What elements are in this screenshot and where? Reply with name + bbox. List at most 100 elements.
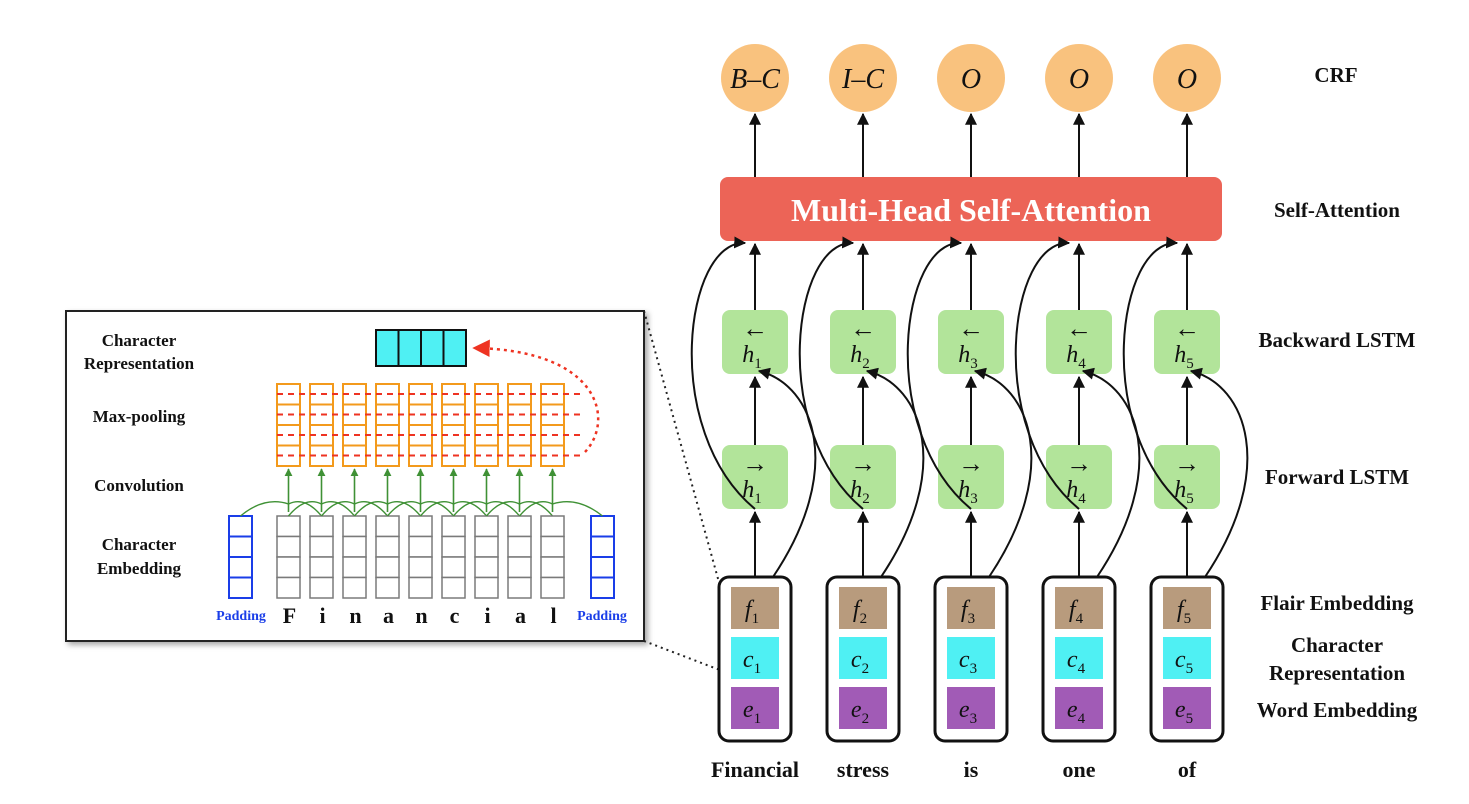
token-columns: B–C←h1→h1f1c1e1FinancialI–C←h2→h2f2c2e2s…	[690, 44, 1249, 782]
char-column: i	[452, 383, 521, 628]
char-embedding-cell	[540, 535, 565, 558]
input-word: is	[964, 757, 979, 782]
zoom-connector-top	[643, 310, 734, 634]
max-pool-arrow	[472, 339, 600, 453]
char-representation-cell	[947, 637, 995, 679]
inset-max-pooling-label: Max-pooling	[93, 407, 186, 426]
conv-edge	[552, 501, 603, 517]
inset-convolution-label: Convolution	[94, 476, 184, 495]
crf-tag: O	[1177, 64, 1197, 95]
forward-arrow-glyph: →	[742, 449, 768, 478]
char-embedding-cell	[309, 515, 334, 538]
char-embedding-cell	[474, 535, 499, 558]
skip-arrow-forward-to-attention	[1014, 236, 1080, 510]
char-representation-cell	[1055, 637, 1103, 679]
char-rep-label-1: Character	[1291, 633, 1383, 657]
crf-tag-circle	[829, 44, 897, 112]
crf-tag-circle	[721, 44, 789, 112]
flair-embedding-cell	[839, 587, 887, 629]
char-embedding-cell	[507, 535, 532, 558]
char-embedding-cell	[474, 515, 499, 538]
flair-embedding-label: Flair Embedding	[1260, 591, 1414, 615]
char-embedding-cell	[408, 535, 433, 558]
self-attention-label: Self-Attention	[1274, 198, 1400, 222]
input-word: of	[1178, 757, 1197, 782]
conv-edge	[452, 501, 487, 517]
backward-arrow-glyph: ←	[1174, 314, 1200, 343]
flair-embedding-cell	[1163, 587, 1211, 629]
inset-letter: c	[450, 603, 460, 628]
backward-lstm-cell	[1046, 310, 1112, 374]
skip-arrow-forward-to-attention	[1122, 236, 1188, 510]
flair-embedding-cell	[1055, 587, 1103, 629]
crf-tag: B–C	[730, 64, 780, 95]
char-embedding-cell	[342, 535, 367, 558]
input-word: one	[1063, 757, 1096, 782]
forward-arrow-glyph: →	[1066, 449, 1092, 478]
char-rep-label-2: Representation	[1269, 661, 1405, 685]
char-embedding-cell	[342, 576, 367, 599]
char-embedding-cell	[474, 556, 499, 579]
backward-lstm-cell	[830, 310, 896, 374]
char-cnn-inset: Character Representation Max-pooling Con…	[65, 310, 645, 642]
attention-block-label: Multi-Head Self-Attention	[791, 192, 1151, 228]
flair-embedding-cell	[947, 587, 995, 629]
char-embedding-cell	[507, 576, 532, 599]
skip-arrow-embedding-to-backward	[865, 367, 925, 578]
conv-edge	[240, 501, 289, 517]
char-embedding-cell	[276, 515, 301, 538]
conv-edge	[353, 501, 388, 517]
char-embedding-cell	[375, 556, 400, 579]
crf-label: CRF	[1314, 63, 1357, 87]
char-embedding-cell	[342, 556, 367, 579]
inset-letter: F	[283, 603, 296, 628]
char-column: c	[419, 383, 488, 628]
forward-arrow-glyph: →	[958, 449, 984, 478]
crf-tag: O	[1069, 64, 1089, 95]
flair-embedding-cell	[731, 587, 779, 629]
word-embedding-cell	[1055, 687, 1103, 729]
skip-arrow-embedding-to-backward	[973, 367, 1033, 578]
inset-char-emb-label-1: Character	[102, 535, 177, 554]
backward-arrow-glyph: ←	[958, 314, 984, 343]
crf-tag-circle	[1045, 44, 1113, 112]
char-embedding-cell	[309, 576, 334, 599]
forward-lstm-label: Forward LSTM	[1265, 465, 1409, 489]
inset-letter: i	[319, 603, 325, 628]
conv-edge	[485, 501, 520, 517]
char-embedding-cell	[408, 556, 433, 579]
inset-letter: a	[383, 603, 394, 628]
skip-arrow-embedding-to-backward	[1081, 367, 1141, 578]
char-embedding-cell	[375, 515, 400, 538]
inset-letter: n	[415, 603, 427, 628]
inset-letter: n	[349, 603, 361, 628]
inset-letter: i	[484, 603, 490, 628]
skip-arrow-forward-to-attention	[690, 236, 756, 510]
backward-arrow-glyph: ←	[742, 314, 768, 343]
crf-tag-circle	[1153, 44, 1221, 112]
word-embedding-cell	[947, 687, 995, 729]
char-embedding-cell	[441, 556, 466, 579]
padding-left-label: Padding	[216, 609, 266, 624]
char-embedding-cell	[441, 576, 466, 599]
input-word: Financial	[711, 757, 799, 782]
inset-char-emb-label-2: Embedding	[97, 559, 182, 578]
char-representation-cell	[1163, 637, 1211, 679]
padding-right-label: Padding	[577, 609, 627, 624]
backward-lstm-cell	[722, 310, 788, 374]
word-embedding-cell	[731, 687, 779, 729]
skip-arrow-forward-to-attention	[798, 236, 864, 510]
forward-arrow-glyph: →	[850, 449, 876, 478]
inset-letter: a	[515, 603, 526, 628]
char-embedding-cell	[540, 556, 565, 579]
crf-tag: I–C	[841, 64, 884, 95]
char-embedding-cell	[441, 535, 466, 558]
backward-arrow-glyph: ←	[850, 314, 876, 343]
char-representation-cell	[839, 637, 887, 679]
conv-edge	[386, 501, 421, 517]
inset-char-rep-label-2: Representation	[84, 354, 195, 373]
